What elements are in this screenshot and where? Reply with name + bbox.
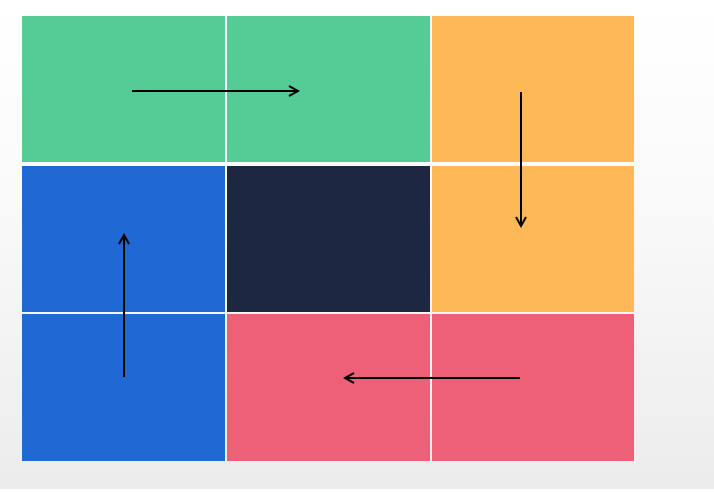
tile-r1-c3-orange — [432, 16, 634, 162]
tile-r1-c2-green — [227, 16, 430, 162]
tile-r1-c1-green — [22, 16, 225, 162]
tile-r2-c2-navy — [227, 166, 430, 312]
tile-r2-c3-orange — [432, 166, 634, 312]
tile-r3-c3-pink — [432, 314, 634, 461]
tiles-layer — [22, 16, 634, 461]
arrows-layer — [124, 91, 521, 378]
tile-r3-c2-pink — [227, 314, 430, 461]
